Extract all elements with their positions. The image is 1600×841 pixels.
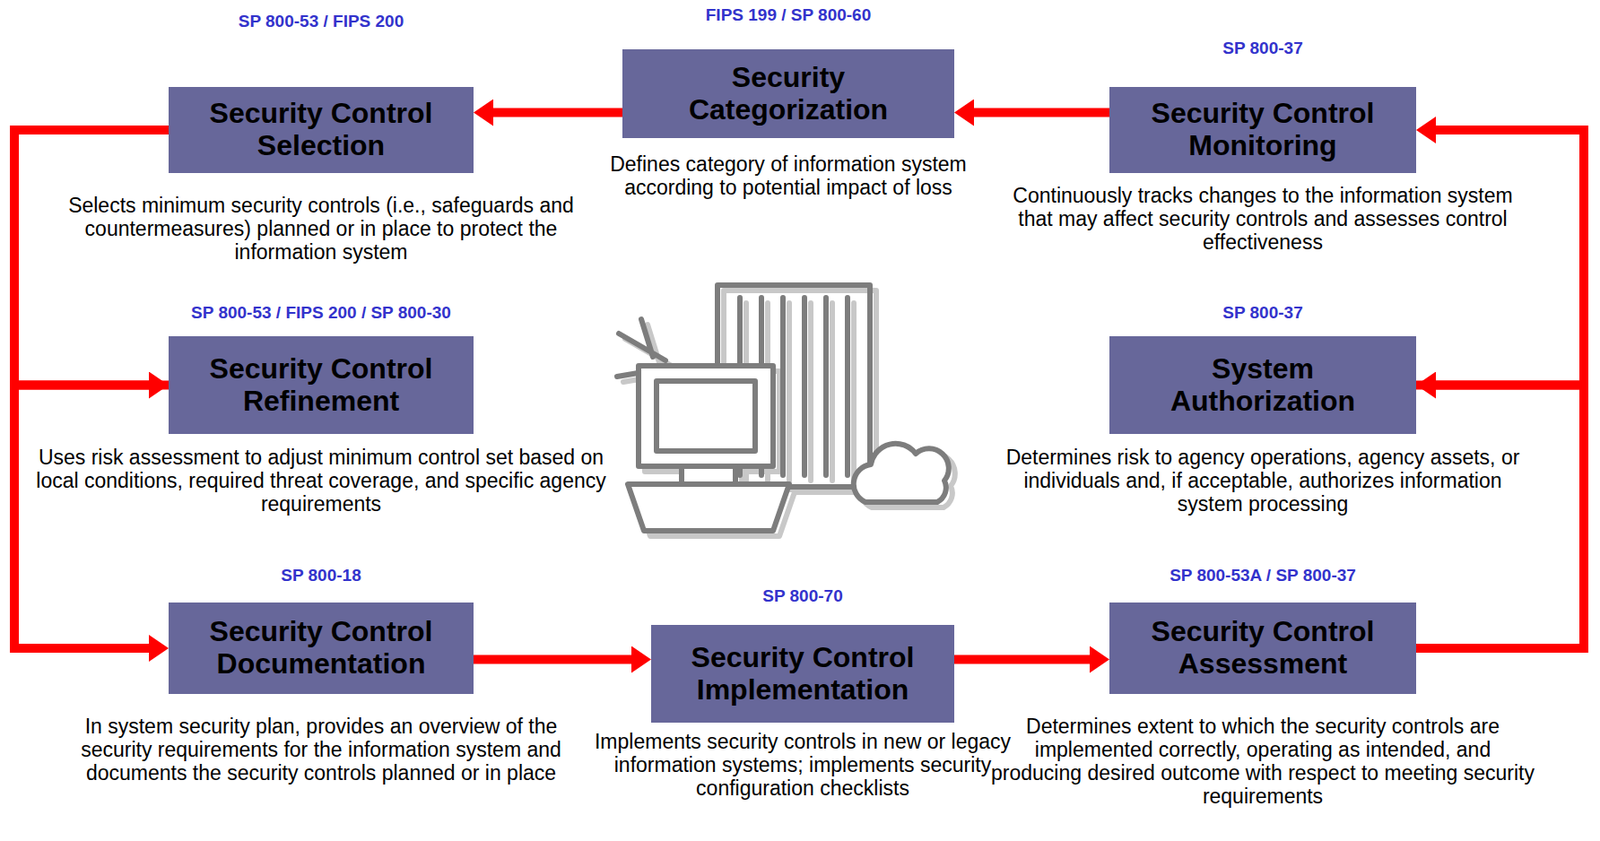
standard-reference: FIPS 199 / SP 800-60 [705, 5, 872, 26]
step-title: Security Control Assessment [1121, 616, 1404, 681]
step-description: Uses risk assessment to adjust minimum c… [34, 445, 609, 516]
step-title: System Authorization [1121, 353, 1404, 418]
standard-reference: SP 800-37 [1222, 38, 1303, 59]
process-box: SP 800-70Security Control Implementation… [651, 625, 955, 723]
step-title: Security Control Documentation [181, 616, 461, 681]
standard-reference: SP 800-53A / SP 800-37 [1169, 565, 1357, 586]
step-description: Selects minimum security controls (i.e.,… [38, 193, 604, 264]
step-description: Continuously tracks changes to the infor… [993, 183, 1532, 254]
step-title: Security Control Implementation [663, 642, 942, 707]
step-description: Determines extent to which the security … [989, 714, 1537, 809]
process-box: SP 800-37Security Control MonitoringCont… [1109, 86, 1417, 174]
standard-reference: SP 800-37 [1222, 303, 1303, 323]
standard-reference: SP 800-18 [280, 565, 361, 586]
flow-arrow [473, 655, 632, 665]
step-title: Security Control Selection [181, 97, 461, 163]
flow-arrow [14, 385, 169, 650]
computer-figure [617, 285, 949, 531]
step-description: In system security plan, provides an ove… [52, 714, 591, 785]
process-box: SP 800-37System AuthorizationDetermines … [1109, 336, 1417, 435]
step-description: Implements security controls in new or l… [587, 730, 1018, 800]
process-box: FIPS 199 / SP 800-60Security Categorizat… [622, 49, 955, 139]
standard-reference: SP 800-53 / FIPS 200 / SP 800-30 [191, 303, 452, 323]
process-box: SP 800-53 / FIPS 200Security Control Sel… [168, 86, 474, 174]
flow-arrow [1416, 385, 1584, 650]
flow-arrow [14, 130, 169, 386]
process-box: SP 800-18Security Control DocumentationI… [168, 602, 474, 695]
step-title: Security Categorization [634, 61, 942, 127]
step-description: Determines risk to agency operations, ag… [989, 445, 1537, 516]
flow-arrow [973, 108, 1110, 118]
standard-reference: SP 800-53 / FIPS 200 [238, 11, 405, 32]
flow-arrow [1416, 130, 1584, 386]
step-title: Security Control Monitoring [1121, 97, 1404, 163]
process-box: SP 800-53 / FIPS 200 / SP 800-30Security… [168, 336, 474, 435]
flow-arrow [954, 655, 1090, 665]
standard-reference: SP 800-70 [762, 586, 843, 607]
step-title: Security Control Refinement [181, 353, 461, 418]
step-description: Defines category of information system a… [600, 152, 977, 200]
process-box: SP 800-53A / SP 800-37Security Control A… [1109, 602, 1417, 695]
flow-arrow [493, 108, 623, 118]
